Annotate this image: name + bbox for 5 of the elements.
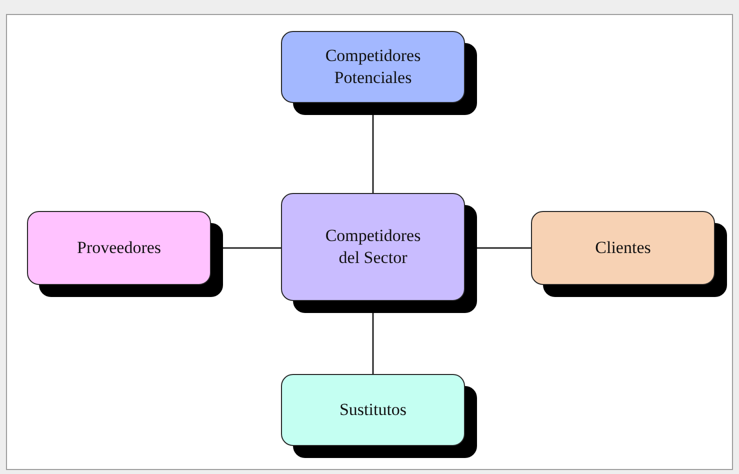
box-label: Proveedores xyxy=(76,236,162,259)
box-label: Competidores del Sector xyxy=(325,224,421,269)
box-label: Competidores Potenciales xyxy=(325,44,421,89)
box-label: Clientes xyxy=(595,236,651,259)
box-label: Sustitutos xyxy=(339,398,407,421)
